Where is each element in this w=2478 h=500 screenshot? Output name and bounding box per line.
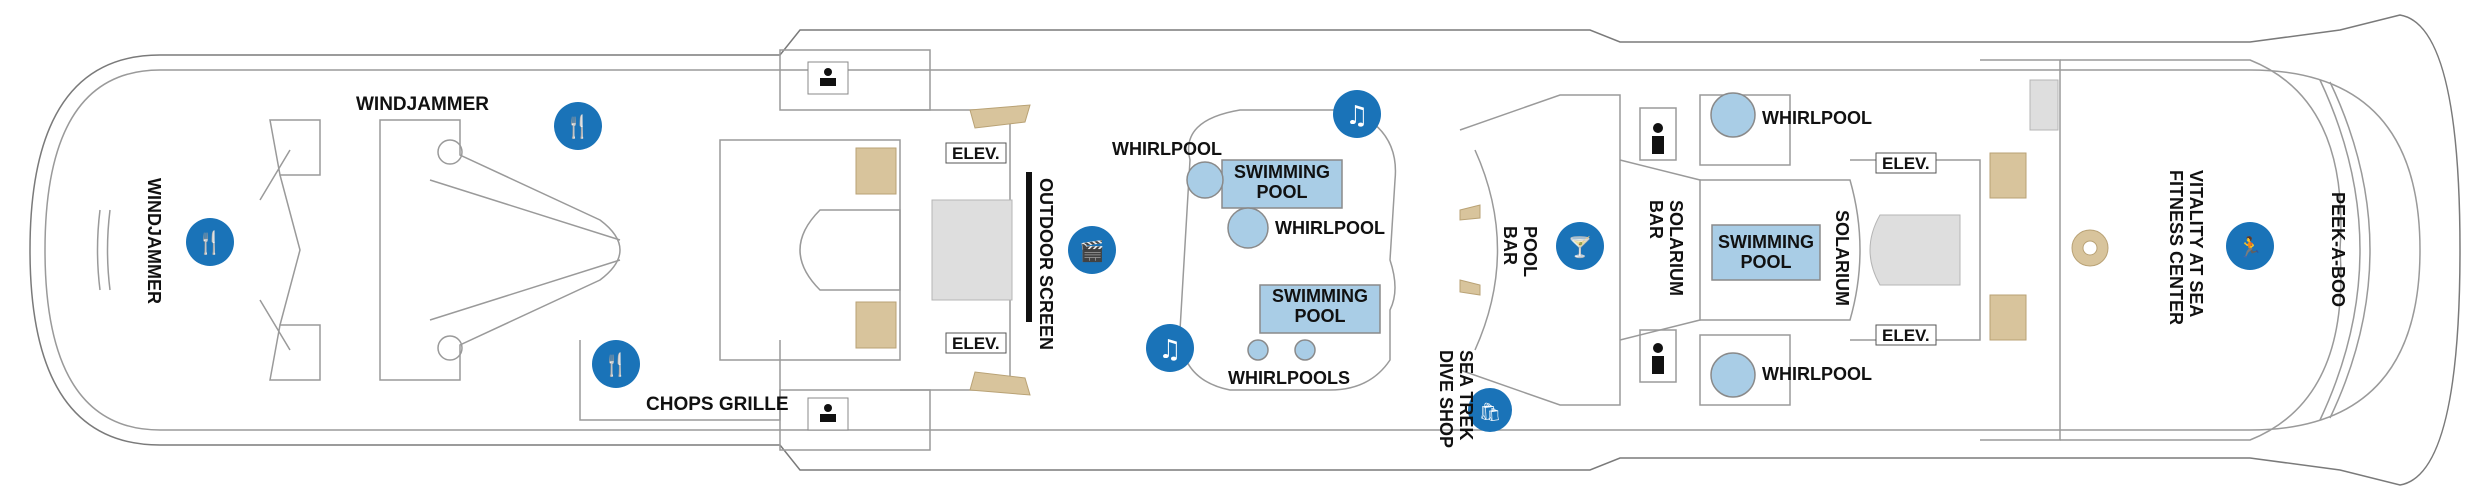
solarium-bar-label: SOLARIUMBAR: [1646, 200, 1686, 296]
elevator-label: ELEV.: [1882, 326, 1930, 345]
bar-icon: 🍸: [1556, 222, 1604, 270]
restroom-icon: [807, 61, 849, 95]
hull-outline: [29, 14, 2461, 486]
stairs: [855, 147, 897, 195]
stairs: [1989, 152, 2027, 199]
music-icon-glyph: ♫: [1158, 335, 1181, 365]
fitness-icon-glyph: 🏃: [2238, 235, 2263, 259]
stairs: [855, 301, 897, 349]
whirlpool: [1247, 339, 1269, 361]
elevator-label: ELEV.: [1882, 154, 1930, 173]
windjammer-label: WINDJAMMER: [356, 94, 489, 115]
bar-icon-glyph: 🍸: [1568, 235, 1593, 259]
swimming-pool: [1221, 159, 1343, 209]
dining-icon-glyph: 🍴: [602, 352, 629, 378]
chops-grille-label: CHOPS GRILLE: [646, 394, 789, 415]
whirlpool-label: WHIRLPOOL: [1275, 218, 1385, 238]
stairs: [1989, 294, 2027, 341]
whirlpools-label: WHIRLPOOLS: [1228, 368, 1350, 388]
solarium-structure: [1459, 92, 1981, 406]
elevator-label-group: ELEV. ELEV. ELEV. ELEV.: [945, 142, 1937, 354]
whirlpool: [1186, 161, 1224, 199]
whirlpool-label: WHIRLPOOL: [1112, 139, 1222, 159]
music-icon: ♫: [1146, 324, 1194, 372]
dining-icon: 🍴: [592, 340, 640, 388]
elevator-label: ELEV.: [952, 144, 1000, 163]
forward-dining-block: [579, 49, 931, 451]
whirlpool: [1294, 339, 1316, 361]
main-pool-area: [1179, 109, 1397, 391]
pool-bar-label: POOLBAR: [1500, 226, 1540, 277]
solarium-swimming-pool: [1711, 224, 1821, 281]
sea-trek-label: SEA TREKDIVE SHOP: [1436, 350, 1476, 448]
shop-icon-glyph: 🛍: [1479, 402, 1502, 423]
forward-fitness-structure: [1980, 59, 2371, 441]
solarium-label: SOLARIUM: [1832, 210, 1852, 306]
aft-elevator-area: [900, 104, 1032, 396]
swimming-pool: [1259, 284, 1381, 334]
dining-icon: 🍴: [186, 218, 234, 266]
elevator-label: ELEV.: [952, 334, 1000, 353]
dining-icon-glyph: 🍴: [564, 114, 591, 140]
whirlpool: [1710, 352, 1756, 398]
movie-icon-glyph: 🎬: [1080, 239, 1105, 263]
whirlpool: [1227, 207, 1269, 249]
music-icon: ♫: [1333, 90, 1381, 138]
outdoor-screen-label: OUTDOOR SCREEN: [1036, 178, 1056, 350]
restroom-icon: [807, 397, 849, 431]
windjammer-side-label: WINDJAMMER: [144, 178, 164, 304]
peek-a-boo-label: PEEK-A-BOO: [2328, 192, 2348, 307]
whirlpool: [1710, 92, 1756, 138]
whirlpool-label: WHIRLPOOL: [1762, 364, 1872, 384]
music-icon-glyph: ♫: [1345, 101, 1368, 131]
movie-icon: 🎬: [1068, 226, 1116, 274]
dining-icon-glyph: 🍴: [196, 230, 223, 256]
vitality-label: VITALITY AT SEAFITNESS CENTER: [2166, 170, 2206, 325]
restroom-icon: [1652, 123, 1664, 154]
dining-icon: 🍴: [554, 102, 602, 150]
restroom-icon: [1652, 343, 1664, 374]
fitness-icon: 🏃: [2226, 222, 2274, 270]
hull-inner-outline: [44, 69, 2421, 431]
shop-icon: 🛍: [1468, 388, 1512, 432]
whirlpool-label: WHIRLPOOL: [1762, 108, 1872, 128]
windjammer-interior: [96, 119, 621, 381]
